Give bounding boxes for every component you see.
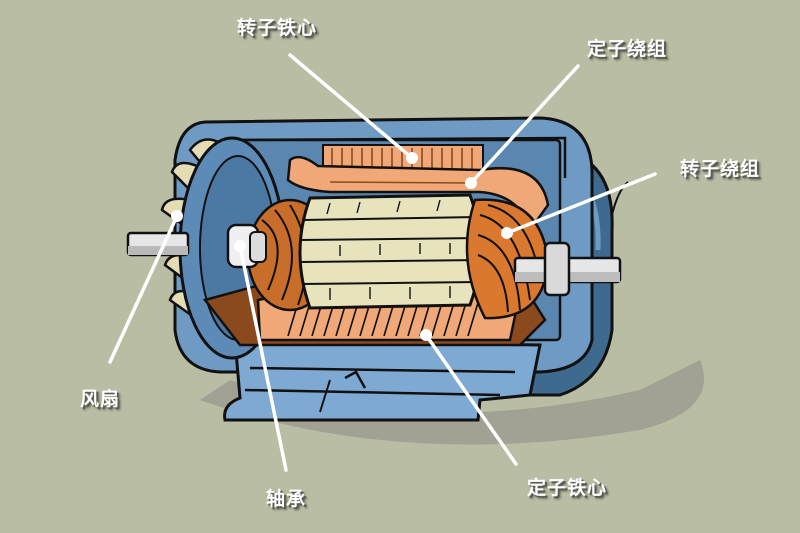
label-rotor-core: 转子铁心: [237, 17, 318, 39]
leader-stator-core: [424, 333, 518, 466]
leader-bearing: [238, 244, 288, 472]
label-bearing: 轴承: [266, 488, 307, 510]
leader-rotor-winding: [505, 172, 657, 235]
label-stator-winding: 定子绕组: [587, 38, 668, 60]
leader-dots: [171, 152, 513, 341]
ground-shadow: [200, 360, 704, 445]
motor-base: [223, 338, 542, 422]
rear-shaft: [513, 241, 622, 297]
leader-stator-winding: [469, 64, 580, 185]
front-bearing: [226, 223, 267, 269]
label-stator-core: 定子铁心: [527, 477, 608, 499]
leader-lines: [108, 53, 657, 472]
rotor-winding-coil: [465, 198, 550, 320]
stator-winding-band: [286, 155, 550, 233]
label-rotor-winding: 转子绕组: [680, 158, 761, 180]
label-fan: 风扇: [80, 388, 121, 410]
leader-rotor-core: [288, 53, 414, 160]
leader-fan: [108, 214, 179, 364]
rotor-core-cylinder: [298, 193, 483, 310]
